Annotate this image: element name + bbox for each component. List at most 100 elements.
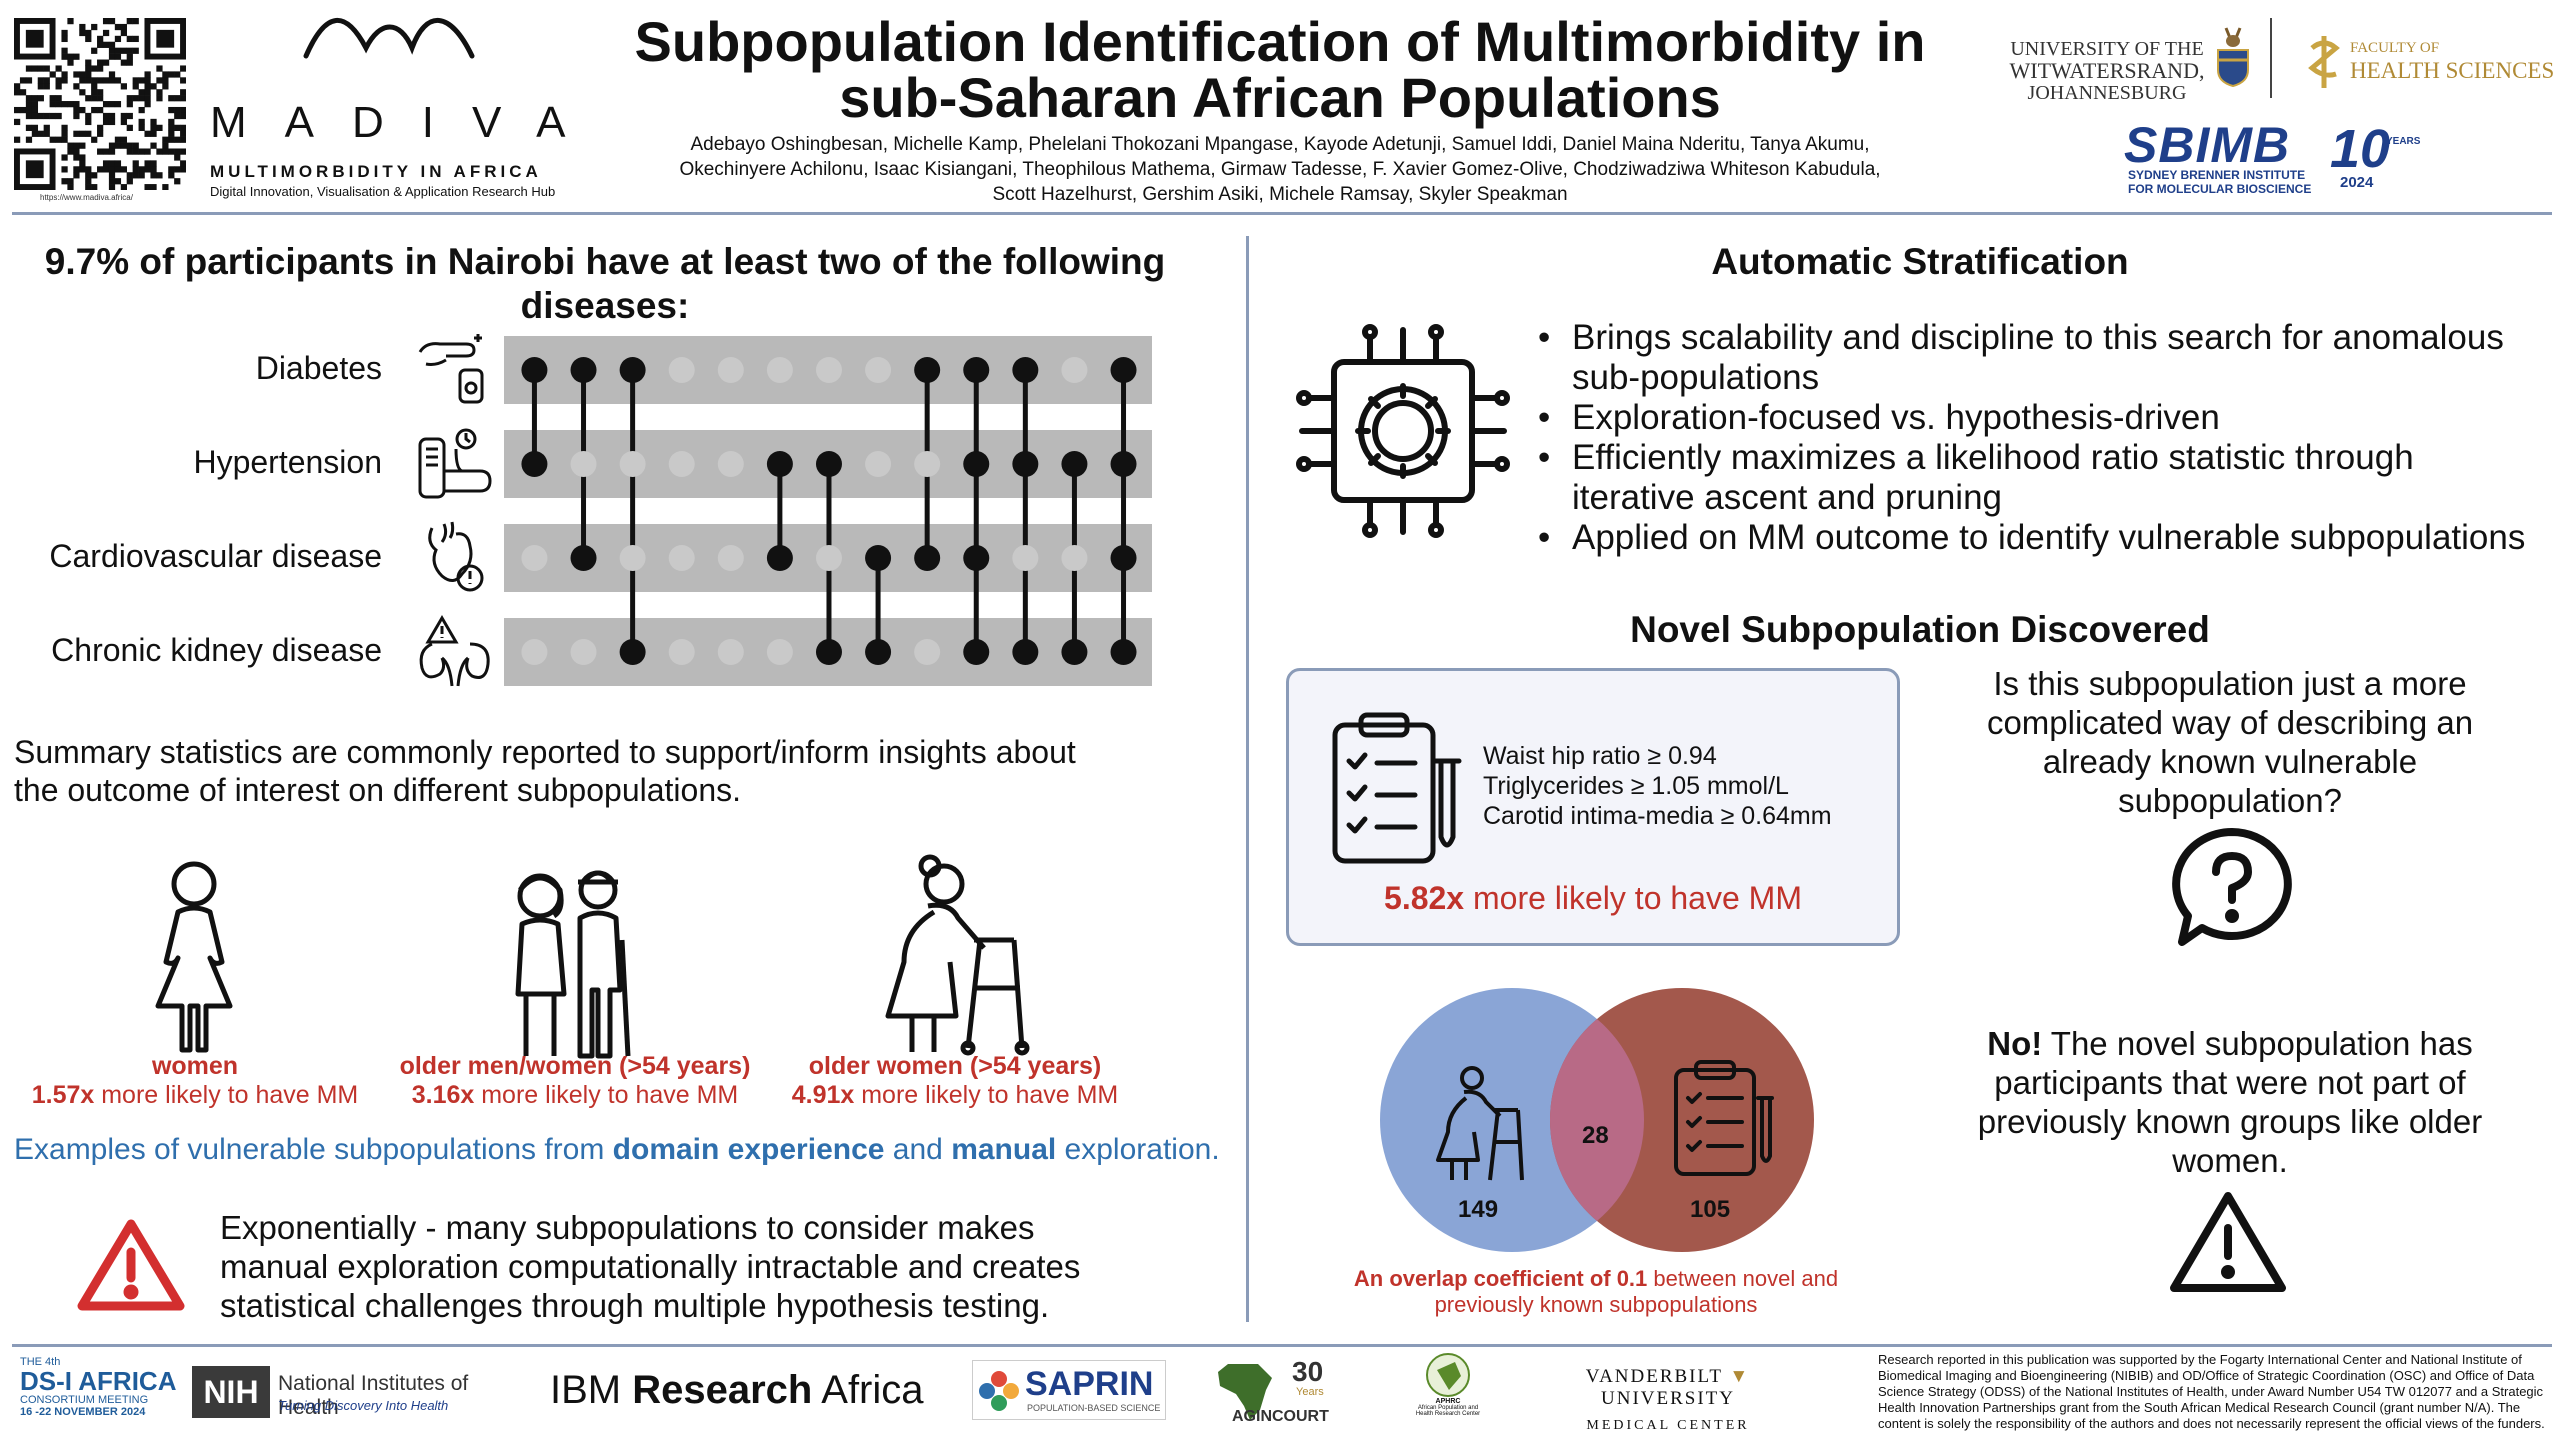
upset-dot-active bbox=[963, 451, 990, 477]
dsi-line-3: CONSORTIUM MEETING bbox=[20, 1394, 149, 1406]
faculty-logo: FACULTY OF HEALTH SCIENCES bbox=[2306, 34, 2556, 94]
upset-dot-inactive bbox=[619, 545, 646, 571]
vandy-part-c: MEDICAL CENTER bbox=[1586, 1418, 1750, 1433]
upset-dot-active bbox=[1110, 357, 1137, 383]
upset-dot-active bbox=[1012, 357, 1039, 383]
upset-dot-inactive bbox=[815, 357, 842, 383]
vandy-part-a: VANDERBILT bbox=[1585, 1366, 1723, 1387]
upset-dot-active bbox=[619, 357, 646, 383]
disease-label-kidney: Chronic kidney disease bbox=[51, 632, 382, 668]
aphrc-line-1: African Population and bbox=[1417, 1405, 1479, 1411]
question-text: Is this subpopulation just a more compli… bbox=[1920, 664, 2540, 820]
upset-dot-active bbox=[963, 357, 990, 383]
overlap-coefficient: An overlap coefficient of 0.1 bbox=[1353, 1266, 1648, 1291]
upset-dot-inactive bbox=[717, 639, 744, 665]
sbimb-years-label: YEARS bbox=[2386, 136, 2421, 147]
upset-dot-active bbox=[1012, 639, 1039, 665]
page-title: Subpopulation Identification of Multimor… bbox=[560, 14, 2000, 126]
upset-dot-active bbox=[914, 357, 941, 383]
saprin-sub: POPULATION-BASED SCIENCE bbox=[1027, 1403, 1161, 1413]
wits-line-3: JOHANNESBURG bbox=[2027, 82, 2187, 104]
summary-text: Summary statistics are commonly reported… bbox=[14, 733, 1204, 809]
upset-dot-inactive bbox=[717, 451, 744, 477]
upset-dot-inactive bbox=[668, 451, 695, 477]
upset-dot-inactive bbox=[668, 357, 695, 383]
ibm-part-b: Research bbox=[632, 1368, 813, 1412]
faculty-line-1: FACULTY OF bbox=[2350, 40, 2440, 56]
sbimb-logo: SBIMB SYDNEY BRENNER INSTITUTE FOR MOLEC… bbox=[2124, 116, 2424, 200]
upset-dot-active bbox=[1061, 639, 1088, 665]
funding-disclaimer: Research reported in this publication wa… bbox=[1878, 1352, 2545, 1431]
vandy-part-b: UNIVERSITY bbox=[1601, 1388, 1735, 1409]
author-list: Adebayo Oshingbesan, Michelle Kamp, Phel… bbox=[560, 132, 2000, 207]
aphrc-emblem-icon bbox=[1426, 1353, 1470, 1397]
older-couple-icon bbox=[500, 860, 650, 1060]
title-line-2: sub-Saharan African Populations bbox=[839, 66, 1721, 129]
examples-part-e: exploration. bbox=[1056, 1133, 1220, 1166]
authors-line-1: Adebayo Oshingbesan, Michelle Kamp, Phel… bbox=[690, 134, 1870, 155]
venn-diagram: 149 28 105 bbox=[1370, 986, 1820, 1256]
qr-code-icon bbox=[14, 18, 186, 190]
upset-dot-active bbox=[865, 545, 892, 571]
venn-walker-icon bbox=[1436, 1066, 1524, 1181]
madiva-tagline: MULTIMORBIDITY IN AFRICA bbox=[210, 162, 542, 181]
group-older-factor: 3.16x bbox=[411, 1081, 475, 1109]
upset-dot-inactive bbox=[717, 357, 744, 383]
upset-dot-active bbox=[766, 451, 793, 477]
upset-dot-inactive bbox=[619, 451, 646, 477]
criteria-list: Waist hip ratio ≥ 0.94 Triglycerides ≥ 1… bbox=[1483, 741, 1832, 831]
nih-logo: NIH National Institutes of Health Turnin… bbox=[192, 1366, 532, 1419]
nih-name: National Institutes of Health bbox=[278, 1372, 469, 1419]
faculty-line-2: HEALTH SCIENCES bbox=[2350, 58, 2555, 83]
likely-statement: 5.82x more likely to have MM bbox=[1289, 879, 1897, 917]
qr-url: https://www.madiva.africa/ bbox=[40, 193, 133, 202]
agincourt-years: Years bbox=[1296, 1386, 1324, 1398]
sbimb-years: 10 bbox=[2330, 119, 2391, 179]
likely-rest: more likely to have MM bbox=[1464, 880, 1802, 916]
authors-line-3: Scott Hazelhurst, Gershim Asiki, Michele… bbox=[992, 184, 1568, 205]
criterion-waist-hip: Waist hip ratio ≥ 0.94 bbox=[1483, 742, 1717, 770]
upset-dot-active bbox=[570, 545, 597, 571]
upset-dot-inactive bbox=[668, 639, 695, 665]
upset-dot-active bbox=[521, 451, 548, 477]
upset-dot-inactive bbox=[1012, 545, 1039, 571]
nih-tagline: Turning Discovery Into Health bbox=[278, 1398, 449, 1413]
clipboard-icon bbox=[1332, 712, 1462, 864]
group-older-women-factor: 4.91x bbox=[791, 1081, 855, 1109]
qr-code[interactable] bbox=[14, 18, 186, 190]
sbimb-sub-1: SYDNEY BRENNER INSTITUTE bbox=[2128, 168, 2306, 182]
warning-line-3: statistical challenges through multiple … bbox=[220, 1287, 1050, 1324]
upset-dot-inactive bbox=[766, 357, 793, 383]
group-women-factor: 1.57x bbox=[31, 1081, 95, 1109]
sbimb-sub-2: FOR MOLECULAR BIOSCIENCE bbox=[2128, 182, 2312, 196]
group-women-rest: more likely to have MM bbox=[101, 1081, 359, 1109]
overlap-caption: An overlap coefficient of 0.1 between no… bbox=[1290, 1266, 1902, 1318]
ibm-research-logo: IBM Research Africa bbox=[550, 1368, 924, 1413]
footer-divider bbox=[12, 1344, 2552, 1347]
dsi-line-2: DS-I AFRICA bbox=[20, 1366, 177, 1396]
examples-caption: Examples of vulnerable subpopulations fr… bbox=[14, 1132, 1234, 1168]
novel-heading: Novel Subpopulation Discovered bbox=[1630, 609, 2210, 650]
bullet-item: Brings scalability and discipline to thi… bbox=[1534, 318, 2544, 398]
aphrc-abbr: APHRC bbox=[1435, 1398, 1461, 1405]
overlap-part-c: previously known subpopulations bbox=[1434, 1292, 1758, 1317]
dsi-africa-logo: THE 4th DS-I AFRICA CONSORTIUM MEETING 1… bbox=[20, 1356, 180, 1430]
upset-dot-active bbox=[815, 451, 842, 477]
upset-dot-inactive bbox=[865, 451, 892, 477]
faculty-emblem-icon bbox=[2308, 36, 2340, 88]
column-divider bbox=[1246, 236, 1249, 1322]
glucose-meter-icon bbox=[416, 330, 492, 404]
saprin-flower-icon bbox=[979, 1371, 1019, 1411]
question-line-1: Is this subpopulation just a more bbox=[1993, 665, 2467, 702]
upset-dot-active bbox=[521, 357, 548, 383]
answer-line-2: participants that were not part of bbox=[1994, 1064, 2466, 1101]
answer-line-4: women. bbox=[2172, 1142, 2288, 1179]
warning-icon bbox=[2166, 1188, 2290, 1296]
venn-known-count: 149 bbox=[1458, 1196, 1499, 1223]
agincourt-logo: 30 Years AGINCOURT bbox=[1214, 1356, 1344, 1426]
summary-line-2: the outcome of interest on different sub… bbox=[14, 772, 741, 808]
warning-icon-red bbox=[76, 1216, 186, 1314]
upset-dot-active bbox=[963, 639, 990, 665]
venn-clipboard-icon bbox=[1674, 1060, 1774, 1176]
question-line-4: subpopulation? bbox=[2118, 782, 2342, 819]
